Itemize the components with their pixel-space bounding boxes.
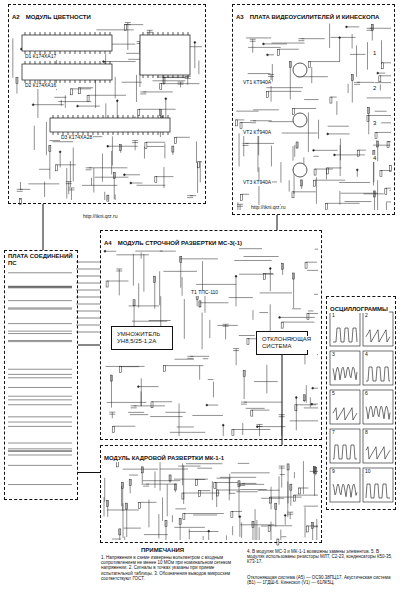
part-label: D2 К174ХА16 (24, 83, 57, 89)
part-label: 4 (372, 155, 377, 162)
transistor-symbol (293, 63, 307, 177)
module-designator: А2 (11, 14, 21, 21)
part-label: VT1 КТ940А (242, 80, 272, 86)
part-label: 4 (364, 352, 369, 358)
ic-package (22, 32, 190, 135)
watermark: http://tkni.qrz.ru (82, 214, 118, 220)
schematic-wiring (8, 273, 72, 485)
module-title: ПЛАТА СОЕДИНЕНИЙ ПС (7, 253, 75, 267)
schematic-wiring (104, 249, 318, 436)
module-frame: МОДУЛЬ КАДРОВОЙ РАЗВЕРТКИ МК-1-1 (100, 445, 322, 543)
part-label: 6 (364, 391, 369, 397)
part-label: 10 (364, 469, 372, 475)
connection-wire (282, 355, 283, 445)
part-label: 3 (331, 352, 336, 358)
note-text: 4. В модулях МС-3 и МК-1-1 возможны заме… (246, 549, 396, 565)
part-label: 1 (331, 313, 336, 319)
schematic-wiring (104, 461, 318, 545)
module-title: УМНОЖИТЕЛЬ УН8,5/25-1,2А (116, 331, 168, 345)
schematic-wiring (235, 24, 391, 210)
wire-bundle (76, 262, 100, 332)
watermark: http://tkni.qrz.ru (250, 205, 286, 211)
part-label: VT3 КТ940А (242, 180, 272, 186)
connection-wire (78, 345, 100, 346)
part-label: 9 (331, 469, 336, 475)
part-label: 7 (331, 430, 336, 436)
module-title: МОДУЛЬ КАДРОВОЙ РАЗВЕРТКИ МК-1-1 (103, 455, 225, 462)
module-frame: ОСЦИЛЛОГРАММЫ (326, 296, 396, 510)
module-frame: А4 МОДУЛЬ СТРОЧНОЙ РАЗВЕРТКИ МС-3(-1) УМНО… (100, 230, 322, 440)
schematic-wiring (13, 23, 202, 205)
module-frame: А2 МОДУЛЬ ЦВЕТНОСТИ (8, 4, 206, 204)
part-label: 8 (364, 430, 369, 436)
part-label: VT2 КТ940А (242, 130, 272, 136)
component-box: УМНОЖИТЕЛЬ УН8,5/25-1,2А (111, 326, 173, 350)
module-title: ПЛАТА ВИДЕОУСИЛИТЕЛЕЙ И КИНЕСКОПА (249, 14, 381, 21)
part-label: 5 (331, 391, 336, 397)
note-text: 1. Напряжения в схеме измерены вольтметр… (100, 555, 244, 581)
module-frame: ПЛАТА СОЕДИНЕНИЙ ПС (4, 250, 78, 500)
component-box: ОТКЛОНЯЮЩАЯ СИСТЕМА (256, 331, 308, 355)
connection-wire (78, 472, 100, 473)
part-label: 2 (372, 85, 377, 92)
module-title: МОДУЛЬ ЦВЕТНОСТИ (25, 14, 92, 21)
part-label: D3 К174ХА28 (60, 135, 93, 141)
part-label: 3 (372, 120, 377, 127)
connection-wire (43, 204, 44, 250)
oscillogram (330, 312, 393, 502)
module-designator: А3 (235, 14, 245, 21)
connection-wire (277, 215, 278, 230)
part-label: Т1 ТПС-110 (190, 290, 219, 296)
note-text: Отклоняющая система (А5) — ОС90.38ПЦ17. … (246, 575, 396, 585)
part-label: 1 (372, 50, 377, 57)
module-title: МОДУЛЬ СТРОЧНОЙ РАЗВЕРТКИ МС-3(-1) (117, 240, 243, 247)
part-label: 2 (364, 313, 369, 319)
module-designator: А4 (103, 240, 113, 247)
part-label: D1 К174ХА17 (24, 54, 57, 60)
module-title: ОТКЛОНЯЮЩАЯ СИСТЕМА (261, 336, 312, 350)
note-text: ПРИМЕЧАНИЯ (140, 547, 185, 554)
module-title: ОСЦИЛЛОГРАММЫ (329, 306, 389, 313)
